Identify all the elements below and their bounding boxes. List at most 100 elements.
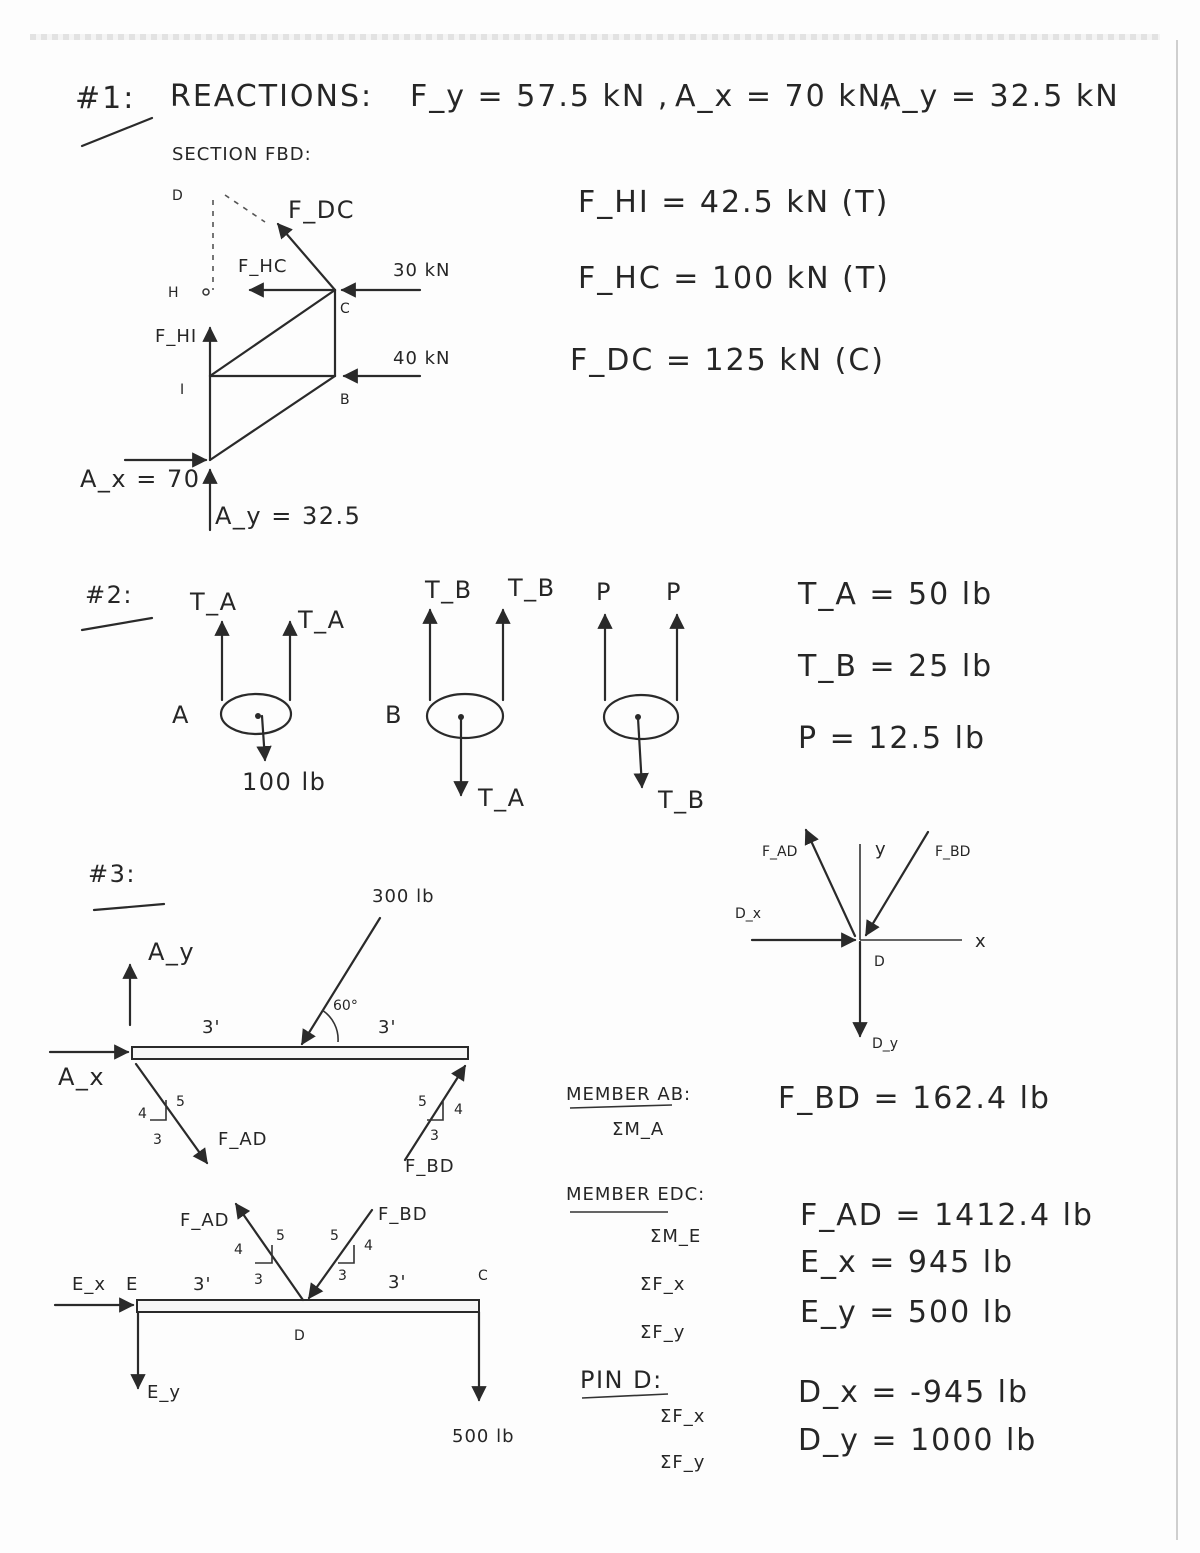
tb-down-label: T_B xyxy=(657,786,706,814)
ta-right-label: T_A xyxy=(297,606,346,634)
fad-arrow xyxy=(234,1202,305,1302)
fbd-label: F_BD xyxy=(378,1204,428,1225)
tri-left-4: 4 xyxy=(138,1106,147,1122)
heading-underline xyxy=(569,1104,673,1109)
result-ey: E_y = 500 lb xyxy=(800,1295,1014,1330)
tri-left-4: 4 xyxy=(234,1242,243,1258)
fdc-label: F_DC xyxy=(288,196,355,224)
pulley-b-name: B xyxy=(385,701,403,729)
tb-down-arrow xyxy=(633,716,649,789)
load-300lb-label: 300 lb xyxy=(372,886,435,907)
tri-right-5: 5 xyxy=(330,1228,339,1244)
node-c-label: C xyxy=(340,301,350,317)
node-d-label: D xyxy=(874,954,885,970)
fbd-label: F_BD xyxy=(935,844,970,860)
ax-label: A_x xyxy=(58,1063,105,1091)
pin-d-fbd: F_AD F_BD D_x D_y x y D xyxy=(735,828,987,1052)
reaction-ax: A_x = 70 kN, xyxy=(675,79,894,114)
problem-3: #3: A_y A_x 300 lb 60° 3' 3' 4 5 xyxy=(48,828,1094,1473)
pulley-p-fbd: P P T_B xyxy=(596,578,706,814)
cut-member-dc xyxy=(224,194,266,223)
label-underline xyxy=(80,116,154,148)
result-fhi: F_HI = 42.5 kN (T) xyxy=(578,185,889,220)
edc-eq-fy: ΣF_y xyxy=(640,1322,685,1343)
result-fdc: F_DC = 125 kN (C) xyxy=(570,343,885,378)
member-ic xyxy=(208,288,337,378)
problem-2-label: #2: xyxy=(85,581,133,609)
dist-2-label: 3 xyxy=(254,1272,263,1288)
node-d-label: D xyxy=(294,1328,305,1344)
dy-label: D_y xyxy=(872,1036,898,1052)
pin-d-eq-fx: ΣF_x xyxy=(660,1406,705,1427)
slope-triangle-right xyxy=(338,1245,355,1264)
angle-60-label: 60° xyxy=(333,998,358,1014)
pulley-b-disc xyxy=(425,692,505,740)
fbd-arrow xyxy=(307,1208,374,1300)
section-fbd-label: SECTION FBD: xyxy=(172,144,312,165)
dist-4-label: 3' xyxy=(388,1272,406,1293)
node-h-label: H xyxy=(168,285,179,301)
problem-1: #1: REACTIONS: F_y = 57.5 kN , A_x = 70 … xyxy=(75,79,1120,532)
dist-left-label: 3' xyxy=(202,1017,220,1038)
tri-right-4: 4 xyxy=(454,1102,463,1118)
ax-70-label: A_x = 70 xyxy=(80,465,201,493)
x-axis-label: x xyxy=(975,931,987,952)
pulley-b-fbd: T_B T_B B T_A xyxy=(385,574,554,812)
tri-left-5: 5 xyxy=(176,1094,185,1110)
label-underline xyxy=(80,616,154,632)
beam-edc xyxy=(136,1299,480,1313)
p-left-label: P xyxy=(596,578,612,606)
tri-right-3: 3 xyxy=(430,1128,439,1144)
load-100lb-label: 100 lb xyxy=(242,768,326,796)
p-right-label: P xyxy=(666,578,682,606)
tri-left-5: 5 xyxy=(276,1228,285,1244)
ta-down-label: T_A xyxy=(477,784,526,812)
result-dx: D_x = -945 lb xyxy=(798,1375,1029,1410)
slope-triangle-left xyxy=(150,1100,167,1121)
fad-label: F_AD xyxy=(762,844,797,860)
heading-underline xyxy=(581,1393,669,1399)
member-ab xyxy=(208,374,337,462)
fad-arrow xyxy=(804,828,857,938)
load-arrow xyxy=(256,714,272,762)
result-p: P = 12.5 lb xyxy=(798,721,986,756)
beam-edc-fbd: F_AD F_BD E_x E E_y D C 500 lb 3' 3 3 3'… xyxy=(53,1202,515,1447)
pin-d-eq-fy: ΣF_y xyxy=(660,1452,705,1473)
pin-d-heading: PIN D: xyxy=(580,1366,663,1394)
pulley-a-disc xyxy=(219,692,293,736)
slope-triangle-left xyxy=(255,1245,273,1264)
y-axis-label: y xyxy=(875,839,887,860)
slope-triangle-right xyxy=(427,1100,444,1121)
member-ab-eq: ΣM_A xyxy=(612,1119,664,1140)
dist-right-label: 3' xyxy=(378,1017,396,1038)
node-c-label: C xyxy=(478,1268,488,1284)
dist-3-label: 3 xyxy=(338,1268,347,1284)
page-edge xyxy=(1176,40,1178,1540)
fbd-arrow xyxy=(864,830,930,937)
fbd-arrow xyxy=(403,1064,467,1162)
fad-arrow xyxy=(134,1062,209,1165)
reaction-ay: A_y = 32.5 kN xyxy=(880,79,1120,114)
reactions-heading: REACTIONS: xyxy=(170,79,373,114)
node-e-label: E xyxy=(126,1274,138,1295)
node-i-label: I xyxy=(180,382,184,398)
ay-label: A_y xyxy=(148,938,195,966)
fad-label: F_AD xyxy=(218,1129,268,1150)
scan-artifact-top xyxy=(30,34,1160,40)
result-fbd: F_BD = 162.4 lb xyxy=(778,1081,1051,1116)
load-500lb-label: 500 lb xyxy=(452,1426,515,1447)
problem-2: #2: T_A T_A A 100 lb T_B T_B xyxy=(80,574,991,814)
beam-ab-fbd: A_y A_x 300 lb 60° 3' 3' 4 5 3 5 4 3 F_A… xyxy=(48,886,469,1177)
tri-right-4: 4 xyxy=(364,1238,373,1254)
member-edc-heading: MEMBER EDC: xyxy=(566,1184,705,1205)
pulley-a-fbd: T_A T_A A 100 lb xyxy=(172,588,346,796)
result-dy: D_y = 1000 lb xyxy=(798,1423,1037,1458)
beam-ab xyxy=(131,1046,469,1060)
fhi-label: F_HI xyxy=(155,326,197,347)
load-30kn-label: 30 kN xyxy=(393,260,451,281)
ex-label: E_x xyxy=(72,1274,106,1295)
member-ab-heading: MEMBER AB: xyxy=(566,1084,691,1105)
load-300lb-arrow xyxy=(300,916,382,1046)
result-fad: F_AD = 1412.4 lb xyxy=(800,1198,1094,1233)
